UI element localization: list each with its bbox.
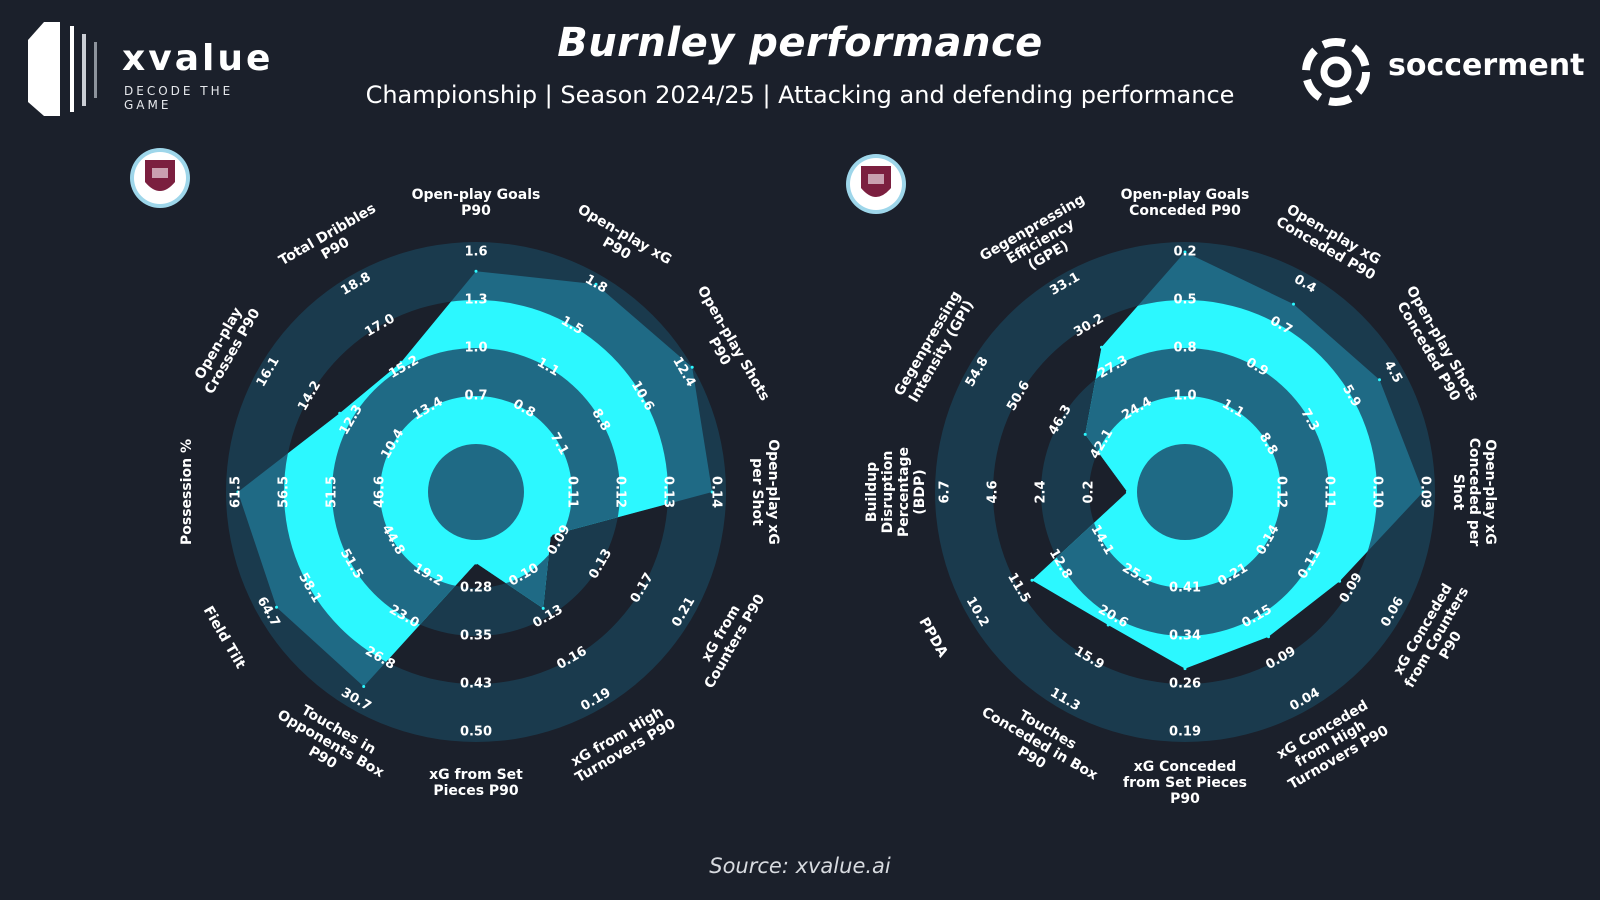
tick-label: 0.34 — [1169, 629, 1201, 644]
tick-label: 0.28 — [460, 581, 492, 596]
team-crest — [130, 148, 190, 208]
tick-label: 56.5 — [277, 476, 292, 508]
radar-point-7 — [474, 561, 478, 565]
radar-point-4 — [1421, 490, 1425, 494]
tick-label: 1.6 — [464, 245, 487, 260]
radar-point-2 — [1292, 302, 1295, 306]
chart-title: Burnley performance — [557, 20, 1043, 66]
radar-point-1 — [474, 269, 478, 273]
radar-point-2 — [594, 282, 598, 286]
axis-label: Possession % — [179, 439, 195, 545]
source-note: Source: xvalue.ai — [709, 854, 891, 878]
tick-label: 0.7 — [464, 389, 487, 404]
radar-point-12 — [1100, 345, 1103, 349]
xvalue-logo: xvalue DECODE THE GAME — [26, 20, 286, 120]
tick-label: 6.7 — [938, 480, 953, 503]
soccerment-logo: soccerment — [1296, 32, 1586, 112]
radar-point-6 — [541, 606, 545, 610]
radar-point-5 — [1338, 579, 1342, 583]
radar-point-9 — [275, 605, 278, 609]
radar-point-10 — [1125, 490, 1129, 494]
radar-core — [1137, 444, 1233, 540]
radar-point-3 — [690, 365, 694, 369]
axis-label: Field Tilt — [200, 603, 249, 671]
xvalue-wordmark: xvalue — [122, 38, 274, 79]
tick-label: 0.10 — [1370, 476, 1385, 508]
tick-label: 2.4 — [1034, 480, 1049, 503]
radar-point-9 — [1030, 578, 1034, 582]
radar-point-5 — [549, 533, 553, 537]
radar-point-10 — [236, 490, 240, 494]
soccerment-ball-icon — [1302, 38, 1370, 106]
tick-label: 0.12 — [1274, 476, 1289, 508]
radar-point-3 — [1378, 378, 1381, 382]
tick-label: 0.2 — [1082, 480, 1097, 503]
tick-label: 61.5 — [229, 476, 244, 508]
radar-point-4 — [710, 490, 714, 494]
tick-label: 0.2 — [1173, 245, 1196, 260]
xvalue-bars-icon — [28, 22, 97, 116]
tick-label: 0.11 — [1322, 476, 1337, 508]
radar-point-11 — [1083, 432, 1087, 436]
tick-label: 0.41 — [1169, 581, 1201, 596]
tick-label: 0.13 — [661, 476, 676, 508]
radar-core — [428, 444, 524, 540]
tick-label: 4.6 — [986, 480, 1001, 503]
tick-label: 0.26 — [1169, 677, 1201, 692]
axis-label: BuildupDisruptionPercentage(BDP) — [864, 447, 928, 537]
tick-label: 0.5 — [1173, 293, 1196, 308]
tick-label: 0.8 — [1173, 341, 1196, 356]
tick-label: 0.19 — [1169, 725, 1201, 740]
chart-subtitle: Championship | Season 2024/25 | Attackin… — [365, 81, 1235, 109]
radar-point-6 — [1267, 635, 1270, 639]
tick-label: 0.50 — [460, 725, 492, 740]
radar-point-8 — [362, 685, 366, 688]
tick-label: 0.09 — [1418, 476, 1433, 508]
tick-label: 46.6 — [373, 476, 388, 508]
radar-point-11 — [338, 411, 342, 415]
tick-label: 51.5 — [325, 476, 340, 508]
xvalue-tagline: DECODE THE GAME — [124, 84, 234, 112]
tick-label: 0.12 — [613, 476, 628, 508]
axis-label: PPDA — [915, 615, 950, 660]
tick-label: 0.35 — [460, 629, 492, 644]
tick-label: 1.0 — [464, 341, 487, 356]
soccerment-wordmark: soccerment — [1388, 48, 1585, 83]
radar-point-7 — [1183, 667, 1187, 671]
radar-point-8 — [1106, 623, 1110, 627]
radar-point-12 — [399, 360, 403, 364]
axis-label: Open-play xGConceded perShot — [1450, 438, 1498, 547]
team-crest — [846, 154, 906, 214]
tick-label: 0.43 — [460, 677, 492, 692]
tick-label: 0.14 — [709, 476, 724, 508]
axis-label: Open-play xGper Shot — [749, 439, 781, 545]
tick-label: 1.0 — [1173, 389, 1196, 404]
tick-label: 0.11 — [565, 476, 580, 508]
tick-label: 1.3 — [464, 293, 487, 308]
radar-point-1 — [1183, 250, 1187, 254]
